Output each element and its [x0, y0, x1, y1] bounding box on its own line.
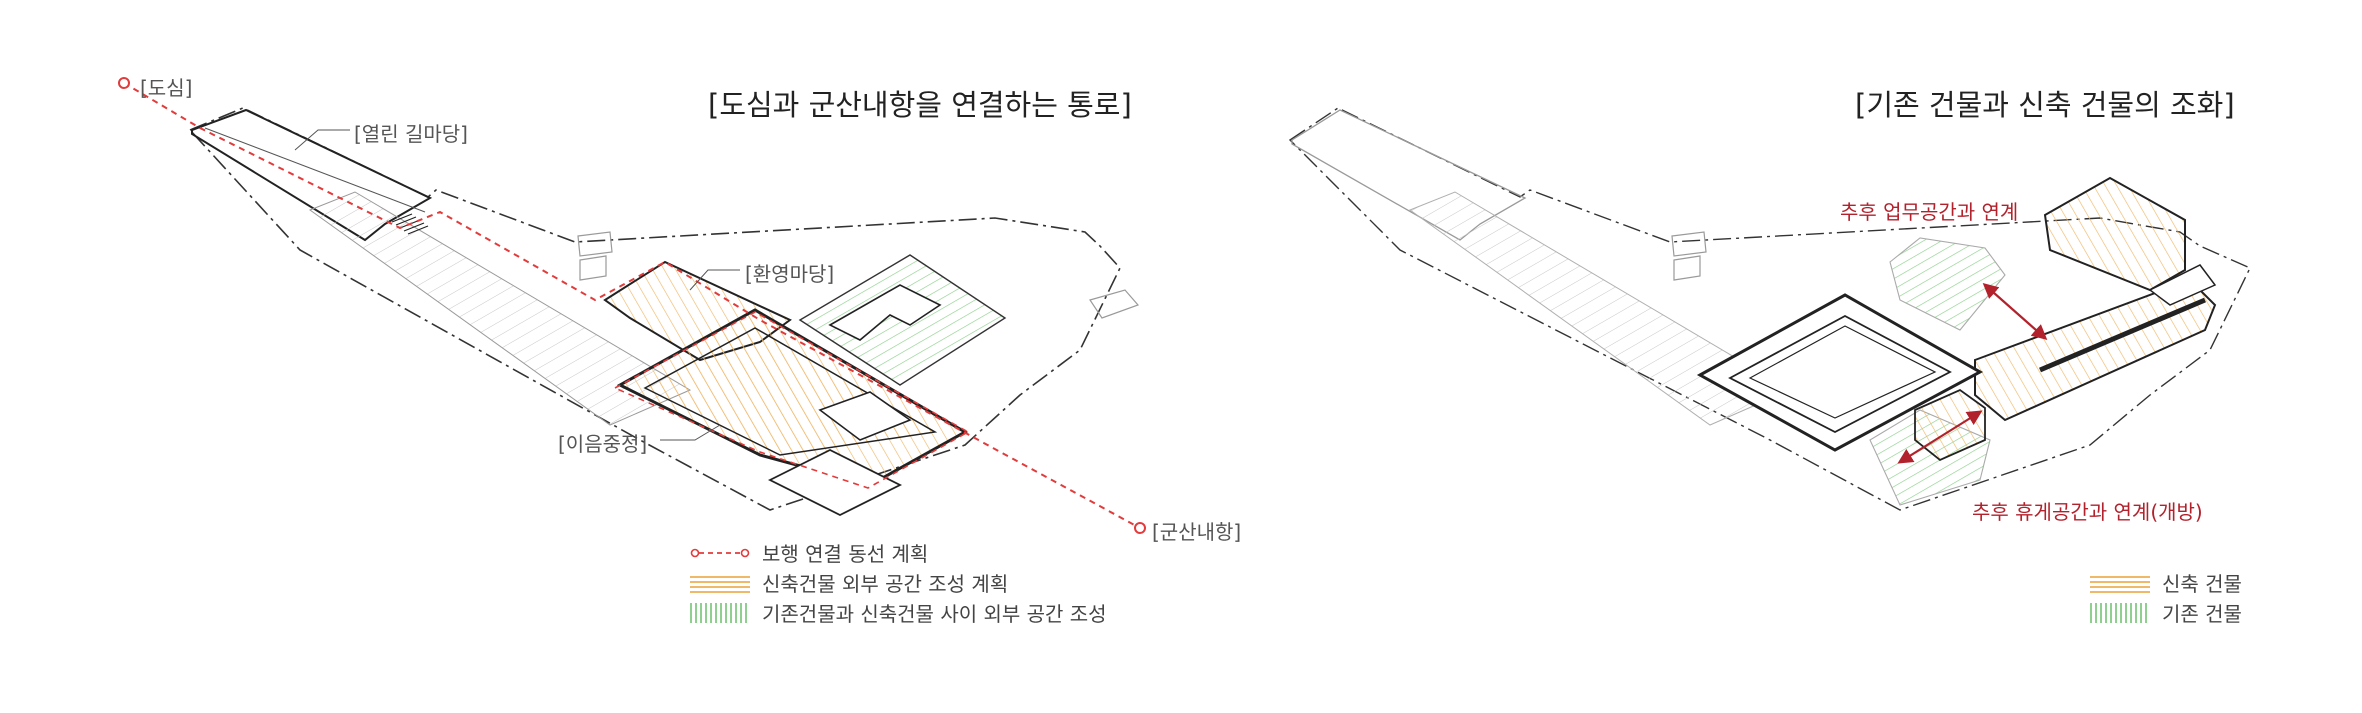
stair-marks — [391, 213, 429, 235]
orange-hatch-swatch — [690, 572, 750, 593]
existing-building-footprint — [828, 284, 942, 341]
right-panel-title: [기존 건물과 신축 건물의 조화] — [1855, 88, 2235, 122]
legend-route: 보행 연결 동선 계획 — [690, 538, 928, 567]
site-boundary — [188, 107, 1121, 511]
legend-existing-building-label: 기존 건물 — [2162, 602, 2242, 626]
legend-route-label: 보행 연결 동선 계획 — [762, 542, 929, 566]
rest-link-arrow — [1897, 410, 1983, 464]
green-hatch-swatch — [690, 602, 750, 623]
office-link-arrow — [1982, 282, 2048, 341]
green-hatch-swatch-right — [2090, 602, 2150, 623]
legend-between-outdoor-label: 기존건물과 신축건물 사이 외부 공간 조성 — [762, 602, 1107, 626]
right-court-void — [1748, 325, 1937, 419]
legend-new-building-label: 신축 건물 — [2162, 572, 2242, 596]
new-building-roof-slot — [2039, 297, 2206, 373]
legend-existing-building: 기존 건물 — [2090, 598, 2242, 627]
new-building-tower — [2043, 176, 2186, 292]
right-site-plan — [1288, 107, 2251, 511]
right-site-boundary — [1288, 107, 2251, 511]
legend-new-outdoor-label: 신축건물 외부 공간 조성 계획 — [762, 572, 1009, 596]
route-loop — [613, 311, 970, 489]
new-building-step — [2148, 264, 2217, 306]
right-existing-building-top — [1889, 237, 2006, 331]
annotation-rest-link: 추후 휴게공간과 연계(개방) — [1972, 500, 2203, 524]
right-context-buildings — [1671, 231, 1707, 281]
label-welcome-yard: [환영마당] — [745, 262, 835, 286]
label-gunsan-inner-port: [군산내항] — [1152, 520, 1242, 544]
street-centerline — [204, 127, 426, 213]
legend-new-outdoor: 신축건물 외부 공간 조성 계획 — [690, 568, 1008, 597]
lower-annex — [818, 391, 912, 441]
route-swatch — [690, 546, 750, 560]
leader-lines — [294, 129, 740, 441]
orange-hatch-swatch-right — [2090, 572, 2150, 593]
left-panel-title: [도심과 군산내항을 연결하는 통로] — [708, 88, 1132, 122]
legend-between-outdoor: 기존건물과 신축건물 사이 외부 공간 조성 — [690, 598, 1107, 627]
left-site-plan — [118, 77, 1146, 534]
annotation-office-link: 추후 업무공간과 연계 — [1840, 200, 2019, 224]
pedestrian-route — [123, 82, 1141, 529]
label-open-street-yard: [열린 길마당] — [354, 122, 468, 146]
label-connecting-court: [이음중정] — [558, 432, 648, 456]
route-end-marker — [1134, 522, 1146, 534]
label-downtown: [도심] — [140, 76, 193, 100]
route-start-marker — [118, 77, 130, 89]
context-buildings — [577, 231, 1140, 319]
legend-new-building: 신축 건물 — [2090, 568, 2242, 597]
